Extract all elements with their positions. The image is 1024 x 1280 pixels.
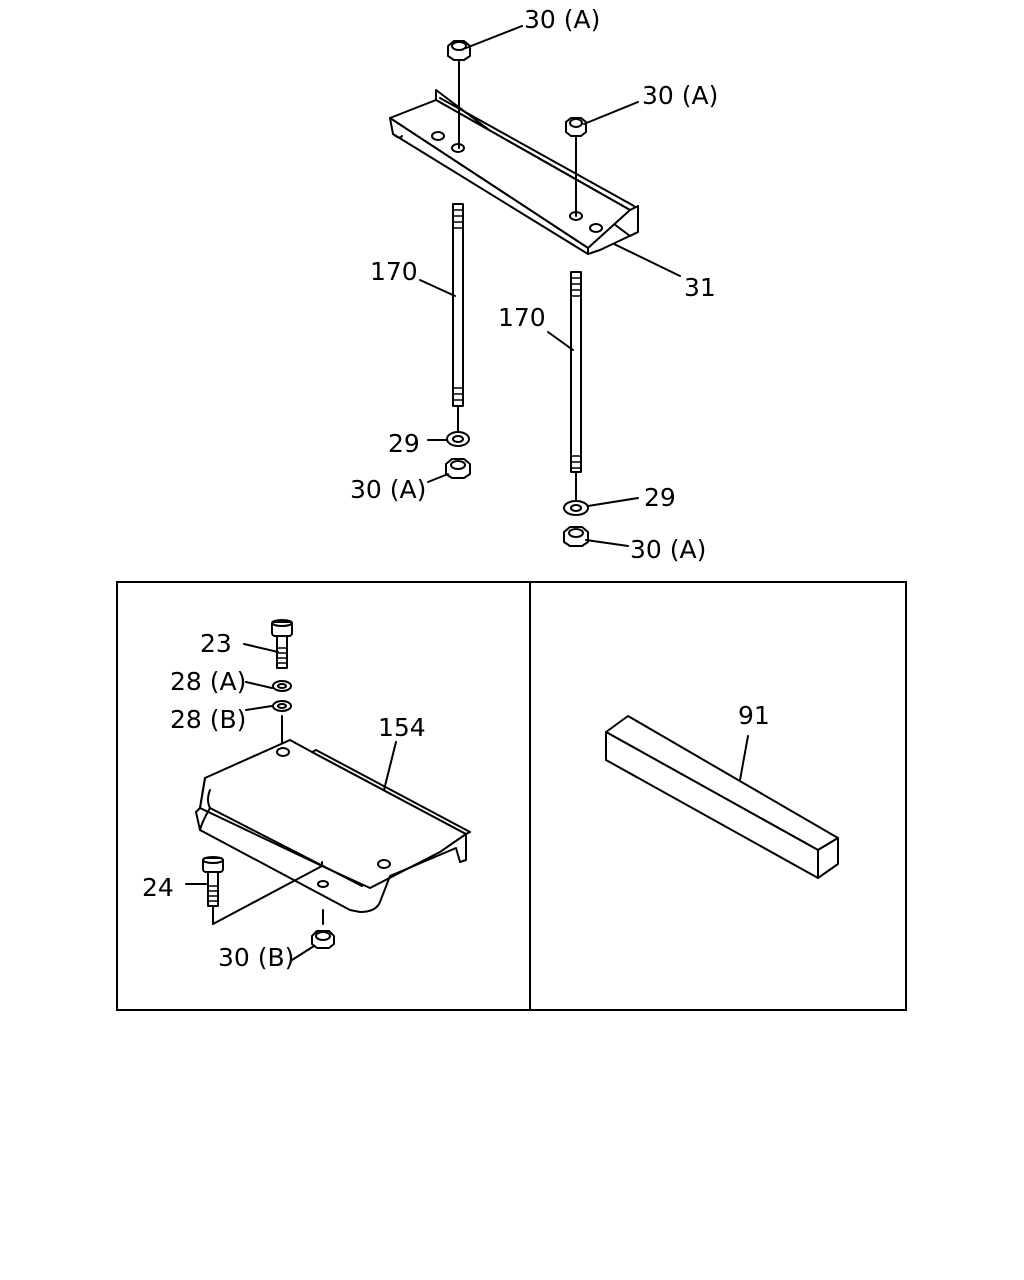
label-stud-right: 170 (498, 303, 546, 332)
stud-left (452, 203, 464, 433)
frame-outer (116, 581, 907, 1011)
label-nut-top-left: 30 (A) (524, 5, 600, 34)
label-stud-left: 170 (370, 257, 418, 286)
washer-left (446, 431, 470, 447)
label-washer-left: 29 (388, 429, 420, 458)
block-bar (605, 715, 839, 879)
label-block-bar: 91 (738, 701, 770, 730)
label-nut-bottom-left: 30 (A) (350, 475, 426, 504)
nut-bottom-left (445, 458, 471, 479)
label-nut-bottom-right: 30 (A) (630, 535, 706, 564)
washer-right (563, 500, 589, 516)
label-washer-right: 29 (644, 483, 676, 512)
label-washer-plain: 28 (B) (170, 705, 246, 734)
bolt-lower (202, 856, 323, 925)
washer-spring (272, 680, 292, 692)
plate-bracket (195, 739, 471, 913)
label-nut-lower: 30 (B) (218, 943, 294, 972)
label-bracket-channel: 31 (684, 273, 716, 302)
label-bolt-upper: 23 (200, 629, 232, 658)
leader-block (739, 735, 749, 781)
label-nut-top-right: 30 (A) (642, 81, 718, 110)
leaders-lower-left (185, 643, 397, 961)
stud-right (570, 271, 582, 501)
label-bolt-lower: 24 (142, 873, 174, 902)
nut-lower (311, 909, 335, 949)
nut-top-left (447, 40, 471, 149)
nut-bottom-right (563, 526, 589, 547)
leaders-upper (419, 25, 681, 547)
nut-top-right (565, 117, 587, 217)
bolt-upper (271, 619, 293, 669)
channel-bracket (389, 89, 639, 255)
washer-plain (272, 700, 292, 712)
label-washer-spring: 28 (A) (170, 667, 246, 696)
label-plate-bracket: 154 (378, 713, 426, 742)
